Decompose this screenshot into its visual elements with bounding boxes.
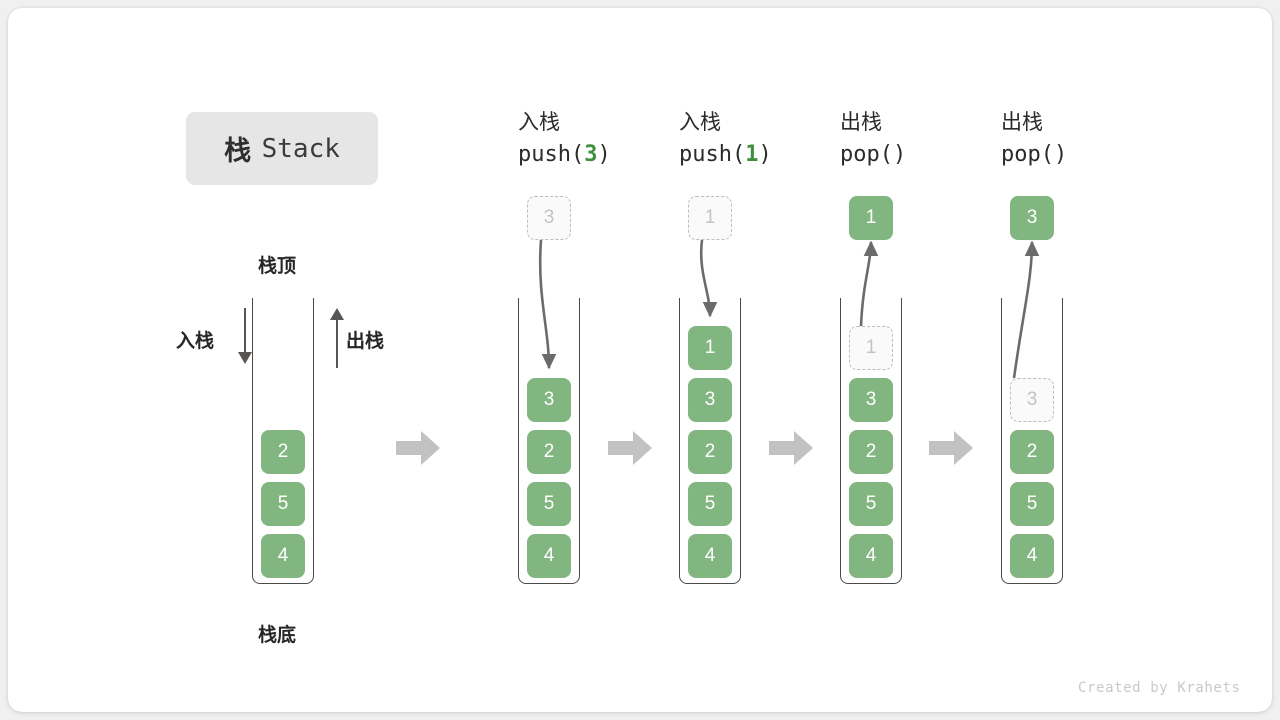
stack-element: 4: [261, 534, 305, 578]
column-operation-argument: 3: [584, 142, 598, 167]
column-header-push-3: 入栈 push(3): [518, 108, 708, 172]
column-header-push-1: 入栈 push(1): [679, 108, 869, 172]
push-motion-arrow: [538, 239, 557, 370]
incoming-element-preview: 1: [688, 196, 732, 240]
stack-element: 5: [261, 482, 305, 526]
stack-element: 3: [849, 378, 893, 422]
step-arrow-icon: [769, 431, 813, 465]
pop-motion-arrow: [859, 240, 879, 327]
stack-element: 1: [688, 326, 732, 370]
figure-title-en: Stack: [261, 133, 340, 164]
stack-container-push-3: [518, 298, 580, 584]
stack-element: 2: [527, 430, 571, 474]
column-operation-code: pop(): [1001, 142, 1068, 167]
stack-element: 4: [527, 534, 571, 578]
stack-container-push-1: [679, 298, 741, 584]
stack-element: 2: [1010, 430, 1054, 474]
pop-direction-label: 出栈: [346, 331, 385, 352]
step-arrow-icon: [929, 431, 973, 465]
column-operation-name: 出栈: [1001, 111, 1043, 134]
push-direction-arrow-shaft: [244, 308, 246, 356]
pop-direction-arrow-icon: [330, 308, 344, 320]
incoming-element-preview: 3: [527, 196, 571, 240]
figure-title: 栈 Stack: [186, 112, 378, 185]
stack-element: 2: [261, 430, 305, 474]
figure-credit: Created by Krahets: [1078, 680, 1241, 696]
stack-bottom-label: 栈底: [258, 625, 297, 646]
push-direction-arrow-icon: [238, 352, 252, 364]
stack-element: 5: [1010, 482, 1054, 526]
stack-element: 5: [527, 482, 571, 526]
stack-element: 3: [527, 378, 571, 422]
column-header-pop-1: 出栈 pop(): [840, 108, 1030, 172]
stack-element: 3: [688, 378, 732, 422]
column-operation-code: pop(): [840, 142, 907, 167]
stack-container-initial: [252, 298, 314, 584]
push-motion-arrow: [699, 239, 718, 318]
stack-element: 4: [1010, 534, 1054, 578]
popped-element: 3: [1010, 196, 1054, 240]
stack-element: 2: [849, 430, 893, 474]
column-operation-code: push(1): [679, 142, 772, 167]
stack-element: 4: [688, 534, 732, 578]
pop-motion-arrow: [1012, 240, 1040, 379]
column-operation-name: 入栈: [518, 111, 560, 134]
stack-element: 5: [688, 482, 732, 526]
popped-element: 1: [849, 196, 893, 240]
stack-top-label: 栈顶: [258, 256, 297, 277]
stack-element-removed: 3: [1010, 378, 1054, 422]
column-operation-name: 入栈: [679, 111, 721, 134]
column-operation-code: push(3): [518, 142, 611, 167]
column-operation-argument: 1: [745, 142, 759, 167]
stack-element: 4: [849, 534, 893, 578]
stack-element: 5: [849, 482, 893, 526]
stack-container-pop-3: [1001, 298, 1063, 584]
step-arrow-icon: [608, 431, 652, 465]
pop-direction-arrow-shaft: [336, 320, 338, 368]
column-header-pop-3: 出栈 pop(): [1001, 108, 1191, 172]
figure-title-cn: 栈: [224, 136, 252, 166]
push-direction-label: 入栈: [176, 331, 215, 352]
stack-element: 2: [688, 430, 732, 474]
stack-container-pop-1: [840, 298, 902, 584]
step-arrow-icon: [396, 431, 440, 465]
stack-element-removed: 1: [849, 326, 893, 370]
column-operation-name: 出栈: [840, 111, 882, 134]
